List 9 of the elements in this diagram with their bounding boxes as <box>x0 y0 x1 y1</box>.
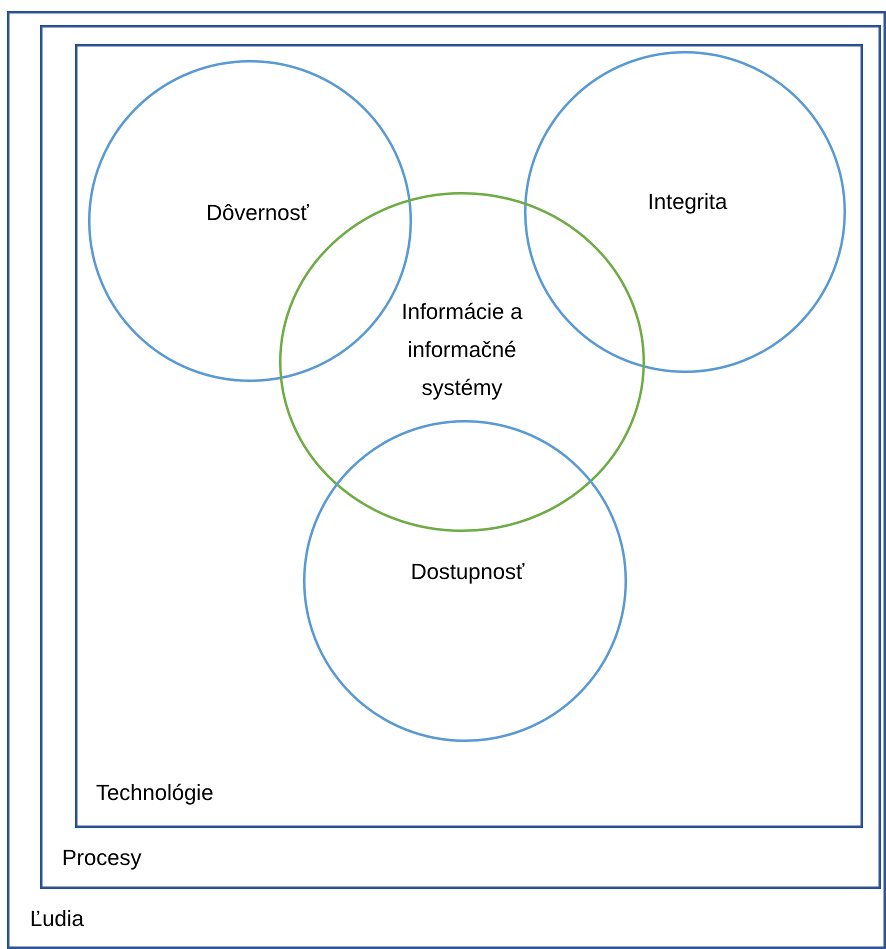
frame-label: Ľudia <box>30 905 84 933</box>
frame-label: Procesy <box>62 844 142 872</box>
circle-label: Dostupnosť <box>410 558 526 586</box>
circle-label: Integrita <box>646 188 728 216</box>
circle-shape <box>524 51 846 373</box>
frame-label: Technológie <box>96 779 214 807</box>
circle-label: Informácie a informačné systémy <box>400 298 524 402</box>
circle-label: Dôvernosť <box>205 199 310 227</box>
circle-shape <box>303 420 627 742</box>
